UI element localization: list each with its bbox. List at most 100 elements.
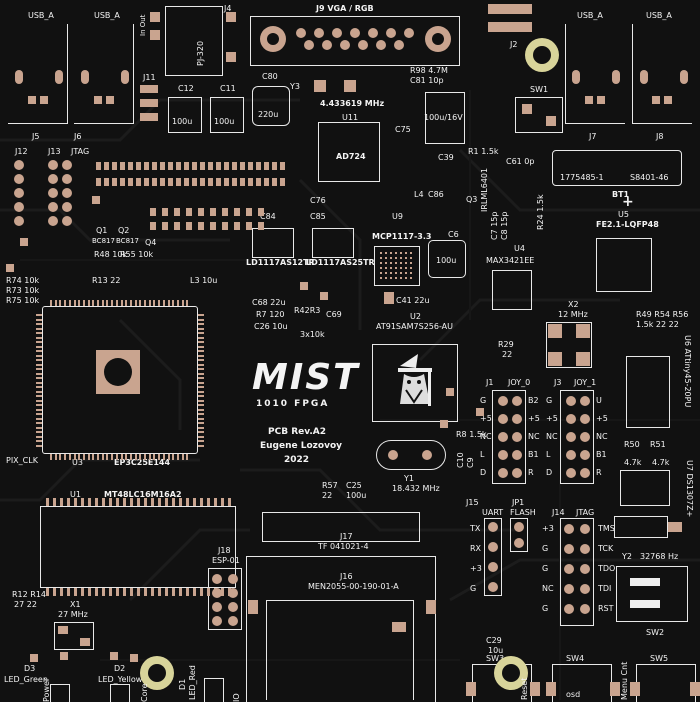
in-out-label: In Out [139,14,147,36]
q3-label: Q3 [466,195,478,204]
switch-pad [610,682,620,696]
c11-label: C11 [220,84,236,93]
joy-pin-label: NC [596,432,608,441]
fpga-pin [36,399,42,402]
smd-resistor [144,178,149,186]
fpga-pin [176,454,179,460]
smd-cap [222,222,228,230]
smd-resistor [248,162,253,170]
fpga-pin [36,390,42,393]
smd-resistor [176,162,181,170]
j18-label: J18 [218,546,231,555]
mcp-dot [395,267,397,269]
jtag-pin-label: G [542,544,549,553]
smd-resistor [200,162,205,170]
c6-label: C6 [448,230,459,239]
smd-resistor [272,178,277,186]
sw1-pad [522,104,532,114]
r3x10k-label: 3x10k [300,330,325,339]
usb-pin [40,96,48,104]
mcp-dot [385,257,387,259]
cap-outline [425,92,465,144]
c26-label: C26 10u [254,322,288,331]
fpga-pin [106,454,109,460]
mcp-dot [400,277,402,279]
fpga-pin [198,323,204,325]
jtag-pin [48,174,58,184]
fpga-pin [36,318,42,321]
smd-resistor [176,178,181,186]
sdram-pin [109,588,112,596]
smd-resistor [208,162,213,170]
smd-resistor [136,178,141,186]
io-label: IO [232,693,241,702]
mcp-dot [400,272,402,274]
fpga-pin [36,350,42,352]
j13-label: J13 [48,147,61,156]
mcp-dot [380,267,382,269]
sdram-pin [102,588,105,596]
attiny-socket [626,356,670,428]
fpga-pin [36,359,42,361]
fpga-thermal-via [104,358,132,386]
mcp-dot [405,262,407,264]
vga-pin [386,28,396,38]
fpga-pin [36,395,42,397]
r29-value: 22 [502,350,513,359]
mount-hole-center [533,46,551,64]
joy-pin-label: D [480,468,487,477]
smd-pad [130,654,138,662]
smd-resistor [192,178,197,186]
smd-resistor [160,162,165,170]
mount-hole-center [502,664,520,682]
fpga-pin [82,300,85,306]
fpga-pin [97,454,99,460]
d3-label: D3 [24,664,36,673]
fpga-pin [36,354,42,357]
fpga-pin [36,435,42,438]
r12-values: 27 22 [14,600,37,609]
y2-label: Y2 [622,552,632,561]
r50-value: 4.7k [624,458,642,467]
author-label: Eugene Lozovoy [260,441,343,451]
c9-label: C9 [466,457,475,468]
smd-cap [234,208,240,216]
sdram-pin [60,588,63,596]
fpga-pin [198,336,204,339]
joy1-label: JOY_1 [574,378,597,387]
mcp-dot [400,262,402,264]
smd-resistor [216,178,221,186]
smd-resistor [128,178,133,186]
fpga-pin [139,300,142,306]
pix-clk-label: PIX_CLK [6,456,38,465]
fpga-pin [36,341,42,343]
fpga-pin [97,300,99,306]
fpga-pin [148,454,151,460]
usb-pad [15,70,23,84]
max3421-chip [492,270,532,310]
smd-cap [258,222,264,230]
x2-pad [548,324,562,338]
c84-label: C84 [260,212,276,221]
fpga-pin [50,454,52,460]
c81-label: C81 10p [410,76,444,85]
tf-slot [262,512,420,542]
smd-cap [258,208,264,216]
fpga-pin [198,440,204,442]
esp-header [208,568,242,630]
joy-pin-label: D [546,468,553,477]
fpga-pin [36,440,42,442]
sdram-pin [207,498,210,506]
fpga-pin [148,300,151,306]
uart-label: UART [482,508,504,517]
fpga-pin [36,345,42,348]
jtag-pin [62,216,72,226]
j6-label: J6 [74,132,82,141]
sdram-pin [186,498,189,506]
tf-label: TF 041021-4 [318,542,369,551]
joy-pin [566,468,576,478]
smd-cap [210,208,216,216]
j14-label: J14 [552,508,565,517]
joy-pin [580,450,590,460]
smd-cap [246,208,252,216]
